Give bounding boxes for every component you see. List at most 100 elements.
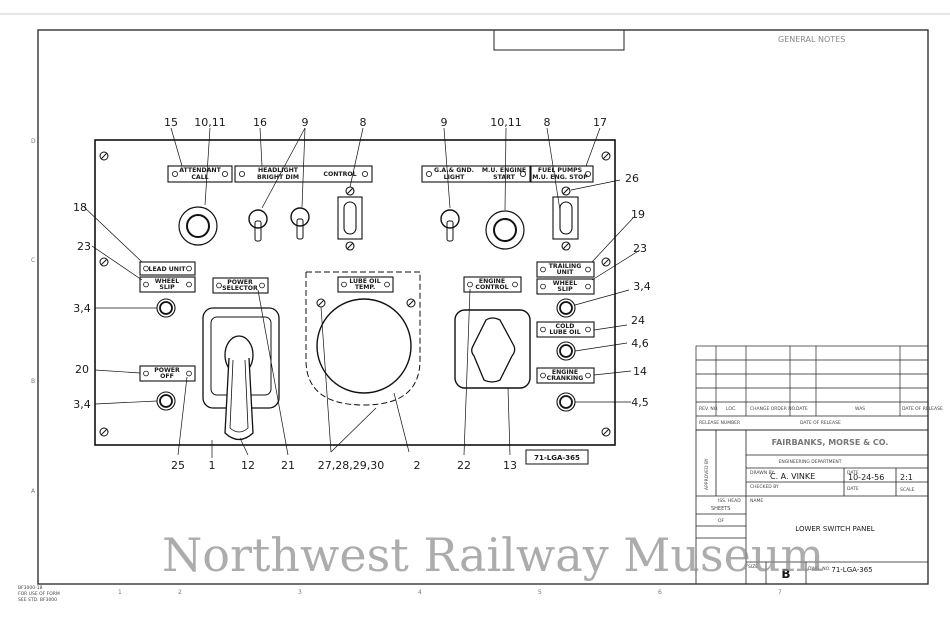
- svg-text:G.A.& GND.: G.A.& GND.: [434, 167, 474, 174]
- svg-text:WAS: WAS: [855, 406, 865, 412]
- svg-text:HEADLIGHT: HEADLIGHT: [258, 167, 299, 174]
- svg-text:DATE OF RELEASE: DATE OF RELEASE: [800, 420, 841, 426]
- svg-text:CALL: CALL: [191, 174, 208, 181]
- svg-text:CRANKING: CRANKING: [547, 375, 584, 382]
- revision-block: [695, 345, 929, 431]
- panel-code: 71-LGA-365: [534, 454, 580, 462]
- checked-label: CHECKED BY: [750, 484, 779, 490]
- callout-10-11-right: 10,11: [490, 116, 522, 129]
- size-value: B: [781, 567, 790, 581]
- top-tab: [493, 29, 625, 51]
- callout-25: 25: [171, 459, 185, 472]
- callout-27-30: 27,28,29,30: [318, 459, 384, 472]
- mu-engine-start-pushbutton: [485, 210, 525, 250]
- svg-text:LIGHT: LIGHT: [444, 174, 466, 181]
- company-name: FAIRBANKS, MORSE & CO.: [772, 438, 889, 447]
- date-label-2: DATE: [847, 486, 859, 492]
- svg-text:ATTENDANT: ATTENDANT: [179, 167, 221, 174]
- svg-text:POWER: POWER: [227, 279, 253, 286]
- plate-trailing-unit: TRAILING UNIT: [536, 261, 595, 278]
- grid-number-3: 3: [298, 589, 302, 596]
- callout-18: 18: [73, 201, 87, 214]
- drawn-by-label: DRAWN BY: [750, 470, 774, 476]
- grid-letter-a: A: [31, 488, 36, 495]
- panel-code-box: [525, 449, 589, 465]
- callout-4-5: 4,5: [631, 396, 649, 409]
- engine-control-switch: [454, 309, 531, 389]
- svg-text:LEAD UNIT: LEAD UNIT: [149, 266, 187, 273]
- sheet-border: [37, 29, 929, 585]
- svg-text:POWER: POWER: [154, 367, 180, 374]
- callout-3-4-right: 3,4: [633, 280, 651, 293]
- callout-14: 14: [633, 365, 647, 378]
- callout-10-11-left: 10,11: [194, 116, 226, 129]
- department: ENGINEERING DEPARTMENT: [778, 459, 841, 465]
- plate-engine-control: ENGINE CONTROL: [463, 276, 522, 293]
- power-selector-switch: [202, 307, 280, 441]
- leader-lines: [83, 127, 641, 458]
- headlight-dim-toggle: [290, 207, 310, 240]
- size-label: SIZE: [748, 564, 758, 570]
- svg-text:TEMP.: TEMP.: [355, 284, 375, 291]
- svg-text:TRAILING: TRAILING: [549, 263, 582, 270]
- svg-text:OFF: OFF: [160, 373, 174, 380]
- callout-1: 1: [209, 459, 216, 472]
- name-label: NAME: [750, 498, 763, 504]
- svg-text:CONTROL: CONTROL: [323, 171, 356, 178]
- switch-panel: [94, 139, 616, 446]
- svg-text:WHEEL: WHEEL: [553, 280, 577, 287]
- callout-26: 26: [625, 172, 639, 185]
- dwg-no-label: DWG. NO.: [808, 566, 830, 572]
- svg-text:SLIP: SLIP: [159, 284, 175, 291]
- svg-text:LUBE OIL: LUBE OIL: [549, 329, 580, 336]
- corner-screws: [99, 151, 611, 437]
- svg-text:LUBE OIL: LUBE OIL: [349, 278, 380, 285]
- date: 10-24-56: [848, 473, 884, 482]
- callout-12: 12: [241, 459, 255, 472]
- watermark: Northwest Railway Museum: [162, 528, 824, 582]
- svg-text:COLD: COLD: [556, 323, 575, 330]
- grid-letter-c: C: [31, 257, 35, 264]
- wheel-slip-indicator-left: [156, 298, 176, 318]
- power-off-indicator: [156, 391, 176, 411]
- callout-15: 15: [164, 116, 178, 129]
- plate-wheel-slip-left: WHEEL SLIP: [139, 276, 196, 293]
- plate-attendant-call: ATTENDANT CALL: [167, 165, 233, 183]
- svg-text:LOC.: LOC.: [726, 406, 736, 412]
- svg-text:UNIT: UNIT: [557, 269, 575, 276]
- svg-text:DATE OF RELEASE: DATE OF RELEASE: [902, 406, 943, 412]
- revision-headers: REV. NO. LOC. CHANGE ORDER NO. DATE WAS …: [699, 406, 943, 426]
- svg-text:START: START: [493, 174, 515, 181]
- plate-power-off: POWER OFF: [139, 365, 196, 382]
- svg-text:SLIP: SLIP: [557, 286, 573, 293]
- grid-letter-d: D: [31, 138, 36, 145]
- svg-text:M.U. ENG. STOP: M.U. ENG. STOP: [532, 174, 588, 181]
- lube-oil-gauge-area: [305, 271, 421, 406]
- svg-text:SELECTOR: SELECTOR: [222, 285, 258, 292]
- callout-9-left: 9: [302, 116, 309, 129]
- callout-13: 13: [503, 459, 517, 472]
- scale-label: SCALE: [900, 487, 915, 493]
- wheel-slip-indicator-right: [556, 298, 576, 318]
- plate-lube-oil-temp: LUBE OIL TEMP.: [337, 276, 394, 293]
- svg-text:CHANGE ORDER NO.: CHANGE ORDER NO.: [750, 406, 796, 412]
- dwg-no: 71-LGA-365: [831, 566, 872, 574]
- plate-power-selector: POWER SELECTOR: [212, 277, 269, 294]
- date-label: DATE: [847, 470, 859, 476]
- svg-text:ENGINE: ENGINE: [479, 278, 505, 285]
- general-notes-label: GENERAL NOTES: [778, 35, 845, 44]
- ga-gnd-light-toggle: [440, 209, 460, 242]
- drawing-name: LOWER SWITCH PANEL: [795, 525, 874, 533]
- svg-text:REV. NO.: REV. NO.: [699, 406, 719, 412]
- grid-number-7: 7: [778, 589, 782, 596]
- control-breaker: [337, 186, 363, 251]
- svg-text:CONTROL: CONTROL: [475, 284, 508, 291]
- callout-16: 16: [253, 116, 267, 129]
- title-block-text: APPROVED BY FAIRBANKS, MORSE & CO. ENGIN…: [704, 438, 915, 581]
- form-note: BF3000-18 FOR USE OF FORM SEE STD. BF300…: [18, 585, 60, 603]
- svg-text:FOR USE OF FORM: FOR USE OF FORM: [18, 591, 60, 597]
- callout-8-left: 8: [360, 116, 367, 129]
- grid-number-4: 4: [418, 589, 422, 596]
- headlight-bright-toggle: [248, 209, 268, 242]
